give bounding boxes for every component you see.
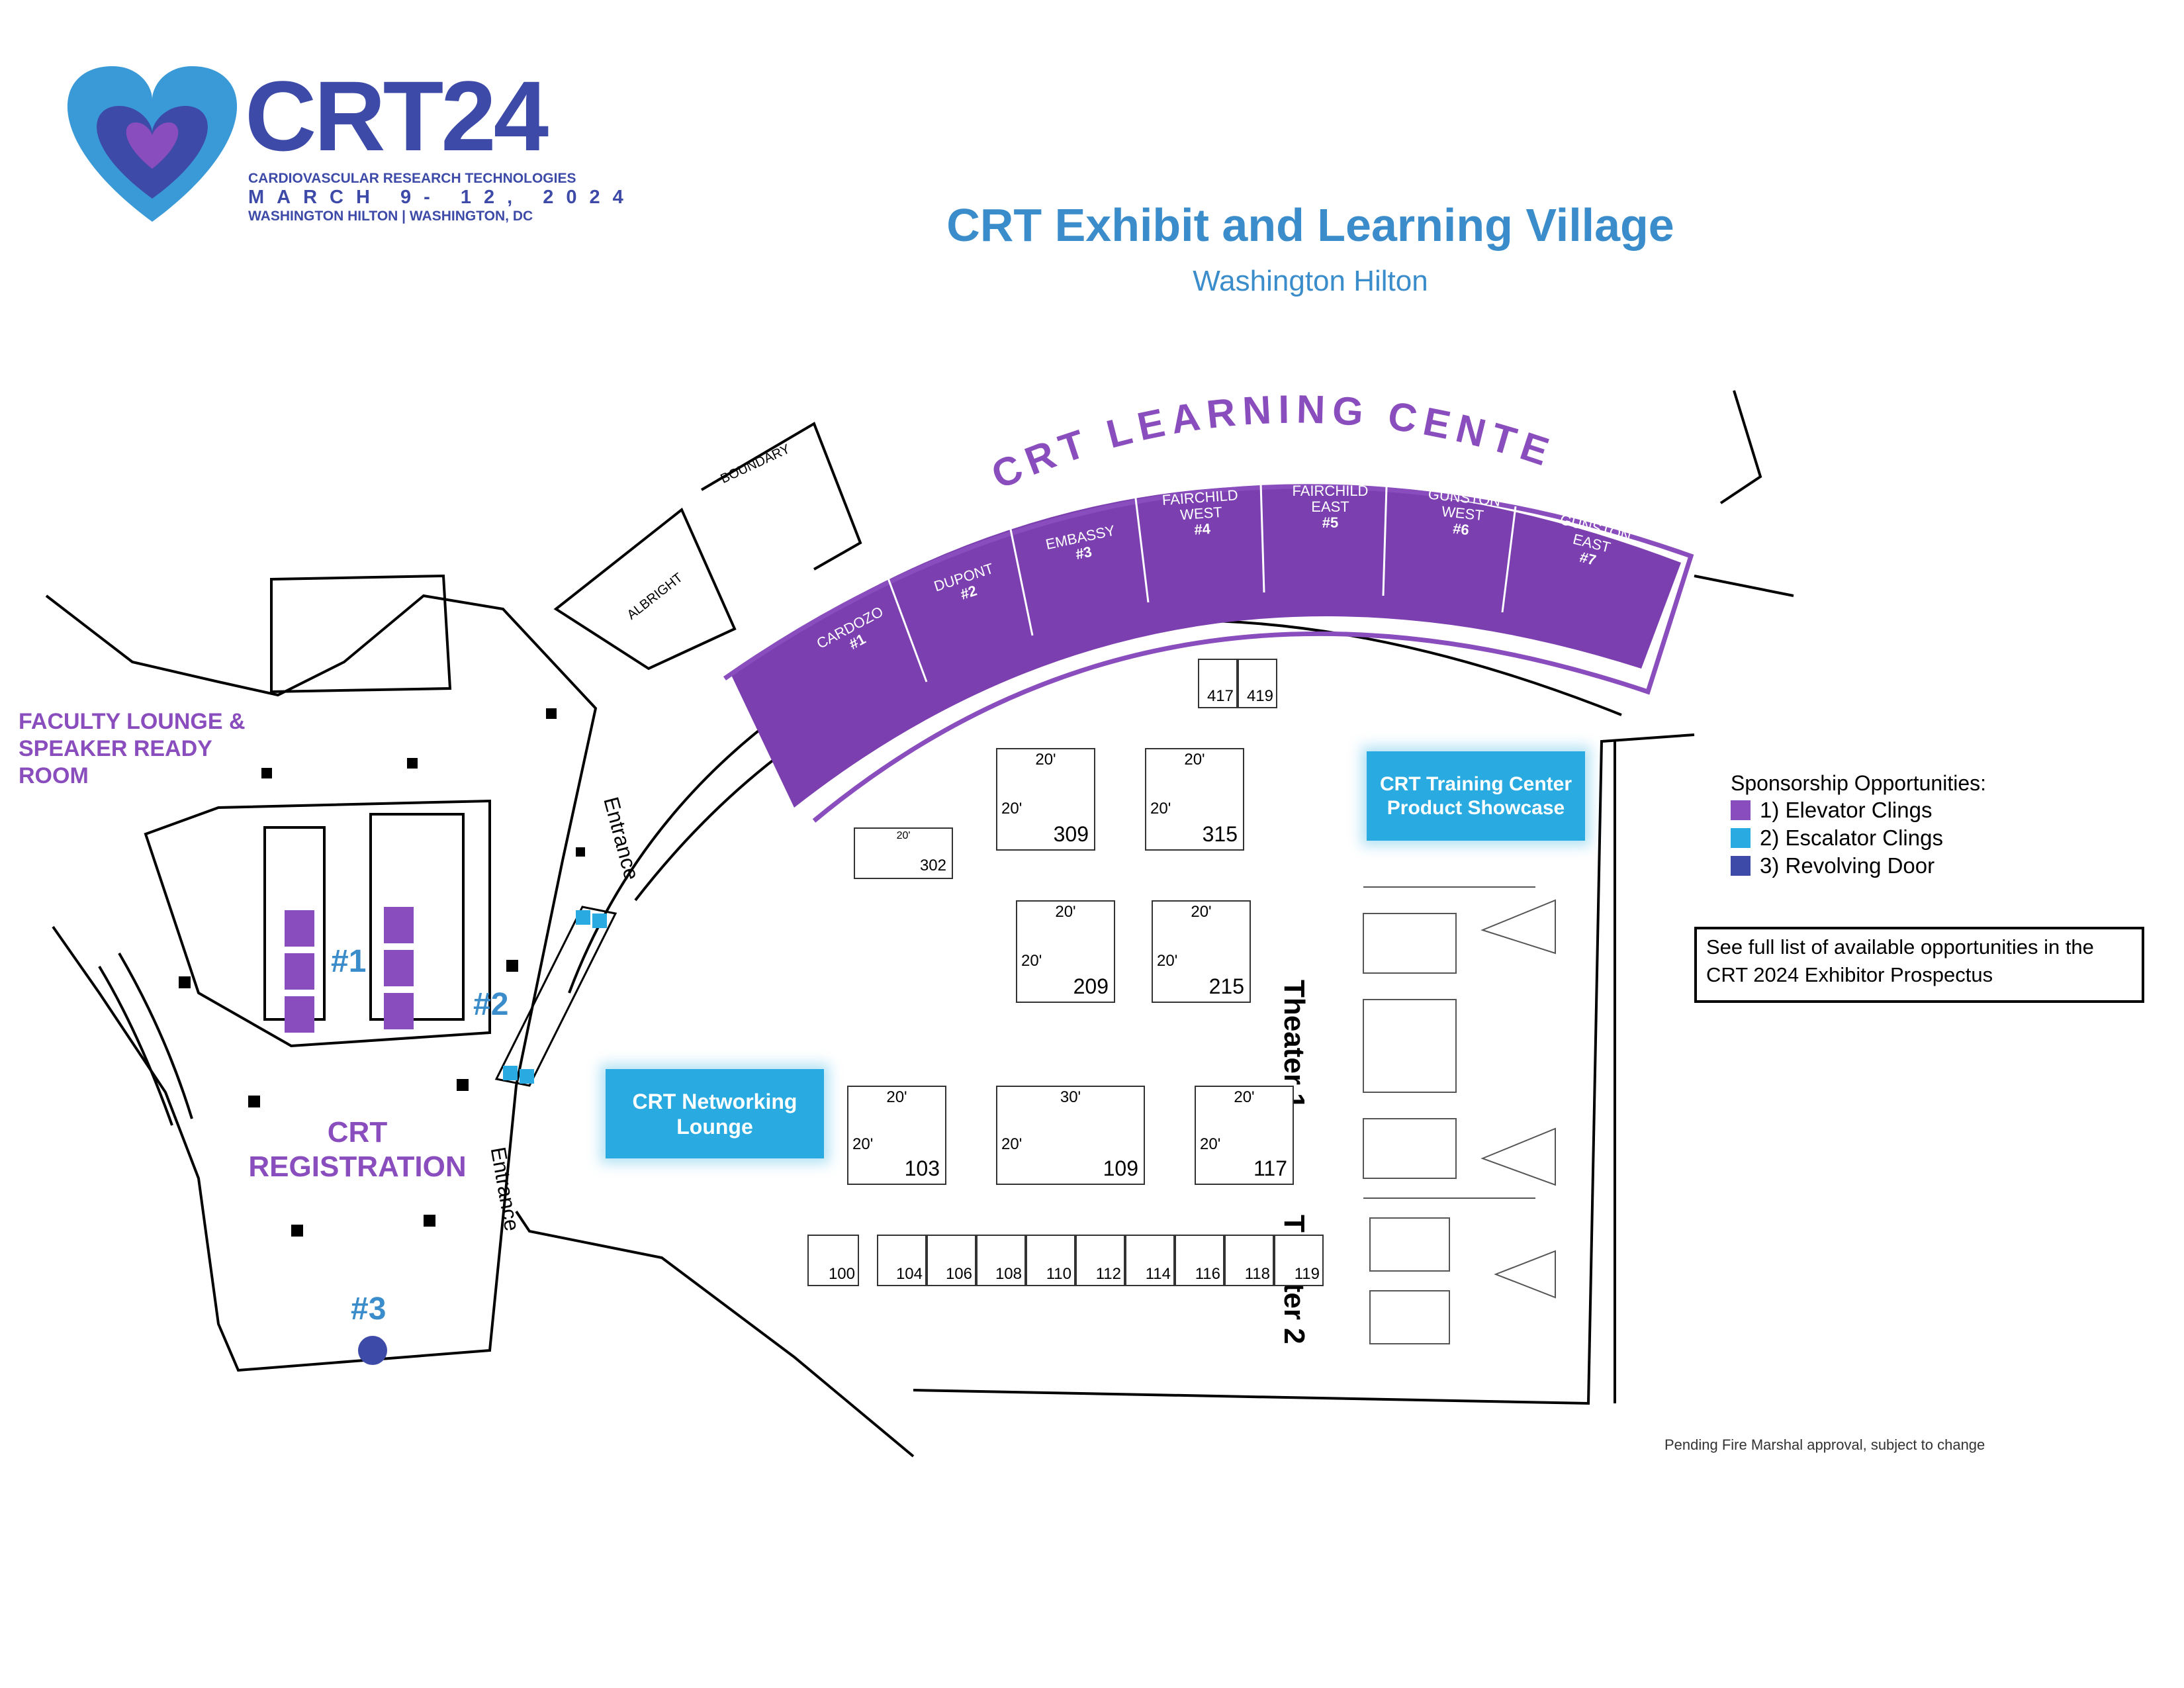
booth-number: 116	[1195, 1265, 1220, 1283]
revolving-door-icon	[358, 1336, 387, 1365]
footnote: Pending Fire Marshal approval, subject t…	[1664, 1436, 1985, 1453]
booth-depth: 20'	[1157, 951, 1178, 970]
booth-depth: 20'	[1150, 799, 1171, 818]
room-fairchild-west: FAIRCHILD WEST #4	[1157, 487, 1246, 541]
booth-215[interactable]: 20' 20' 215	[1152, 900, 1251, 1003]
booth-depth: 20'	[1021, 951, 1042, 970]
theater-seating	[1363, 886, 1556, 1344]
booth-419[interactable]: 419	[1238, 659, 1277, 708]
legend-swatch	[1731, 800, 1751, 820]
booth-number: 110	[1046, 1265, 1071, 1283]
logo-tagline-3: WASHINGTON HILTON | WASHINGTON, DC	[248, 209, 533, 224]
logo-wordmark: CRT24	[245, 60, 549, 171]
booth-number: 419	[1246, 687, 1273, 705]
training-center-label: CRT Training Center Product Showcase	[1379, 773, 1572, 819]
booth-209[interactable]: 20' 20' 209	[1016, 900, 1115, 1003]
booth-110[interactable]: 110	[1026, 1235, 1075, 1286]
booth-112[interactable]: 112	[1075, 1235, 1125, 1286]
booth-number: 309	[1053, 822, 1089, 846]
booth-depth: 20'	[1200, 1135, 1221, 1153]
booth-315[interactable]: 20' 20' 315	[1145, 748, 1244, 851]
booth-width: 20'	[886, 1088, 907, 1106]
heart-logo-icon	[67, 66, 238, 222]
page-title: CRT Exhibit and Learning Village	[946, 199, 1674, 251]
booth-116[interactable]: 116	[1175, 1235, 1224, 1286]
room-name: FAIRCHILD EAST	[1292, 483, 1369, 515]
booth-depth: 20'	[1001, 1135, 1023, 1153]
faculty-lounge-label: FACULTY LOUNGE & SPEAKER READY ROOM	[19, 709, 246, 788]
booth-width: 20'	[1234, 1088, 1255, 1106]
booth-width: 20'	[1055, 903, 1076, 921]
booth-106[interactable]: 106	[927, 1235, 976, 1286]
columns	[179, 708, 585, 1237]
booth-number: 104	[895, 1265, 923, 1283]
legend-item-elevator: 1) Elevator Clings	[1731, 798, 1932, 823]
booth-109[interactable]: 30' 20' 109	[996, 1086, 1145, 1185]
page-subtitle: Washington Hilton	[1193, 265, 1428, 297]
prospectus-note: See full list of available opportunities…	[1694, 927, 2144, 1003]
booth-100[interactable]: 100	[807, 1235, 859, 1286]
booth-104[interactable]: 104	[877, 1235, 927, 1286]
booth-number: 315	[1202, 822, 1238, 846]
logo-tagline-2: MARCH 9- 12, 2024	[248, 187, 636, 208]
legend-title: Sponsorship Opportunities:	[1731, 771, 1986, 795]
booth-width: 20'	[1184, 751, 1205, 769]
booth-depth: 20'	[852, 1135, 874, 1153]
booth-width: 20'	[1035, 751, 1056, 769]
booth-417[interactable]: 417	[1198, 659, 1238, 708]
legend-item-escalator: 2) Escalator Clings	[1731, 825, 1943, 851]
prospectus-note-line-2: CRT 2024 Exhibitor Prospectus	[1706, 963, 1993, 986]
booth-number: 112	[1095, 1265, 1121, 1283]
room-fairchild-east: FAIRCHILD EAST #5	[1287, 483, 1373, 531]
logo-tagline-1: CARDIOVASCULAR RESEARCH TECHNOLOGIES	[248, 171, 576, 186]
booth-width: 20'	[1191, 903, 1212, 921]
booth-number: 103	[904, 1156, 940, 1180]
booth-number: 108	[995, 1265, 1022, 1283]
booth-309[interactable]: 20' 20' 309	[996, 748, 1095, 851]
booth-119[interactable]: 119	[1274, 1235, 1324, 1286]
legend-label: 3) Revolving Door	[1760, 853, 1935, 878]
prospectus-note-line-1: See full list of available opportunities…	[1706, 935, 2094, 959]
booth-number: 302	[919, 857, 946, 874]
registration-label: CRT REGISTRATION	[248, 1116, 467, 1183]
booth-number: 117	[1253, 1156, 1287, 1180]
training-center-box: CRT Training Center Product Showcase	[1367, 751, 1585, 841]
booth-number: 215	[1208, 974, 1244, 998]
booth-103[interactable]: 20' 20' 103	[847, 1086, 946, 1185]
networking-lounge-box: CRT Networking Lounge	[606, 1069, 824, 1158]
booth-width: 20'	[896, 830, 911, 841]
networking-lounge-label: CRT Networking Lounge	[632, 1089, 797, 1139]
booth-number: 417	[1206, 687, 1234, 705]
room-number: #5	[1322, 514, 1339, 531]
escalator	[494, 906, 617, 1087]
marker-revolving-door-3: #3	[351, 1291, 387, 1327]
booth-width: 30'	[1060, 1088, 1081, 1106]
legend-item-revolving-door: 3) Revolving Door	[1731, 853, 1934, 878]
marker-escalator-2: #2	[473, 987, 509, 1022]
booth-number: 114	[1145, 1265, 1171, 1283]
booth-number: 109	[1103, 1156, 1138, 1180]
booth-number: 119	[1294, 1265, 1320, 1283]
booth-108[interactable]: 108	[976, 1235, 1026, 1286]
booth-depth: 20'	[1001, 799, 1023, 818]
booth-302[interactable]: 20' 302	[854, 827, 953, 879]
legend-swatch	[1731, 828, 1751, 848]
legend-label: 2) Escalator Clings	[1760, 825, 1943, 850]
room-gunston-west: GUNSTON WEST #6	[1418, 485, 1508, 541]
booth-number: 100	[828, 1265, 855, 1283]
legend-swatch	[1731, 856, 1751, 876]
elevators	[285, 907, 414, 1033]
marker-elevator-1: #1	[331, 944, 367, 979]
legend-label: 1) Elevator Clings	[1760, 798, 1933, 822]
booth-114[interactable]: 114	[1125, 1235, 1175, 1286]
booth-number: 118	[1244, 1265, 1270, 1283]
booth-number: 106	[945, 1265, 972, 1283]
booth-number: 209	[1073, 974, 1109, 998]
booth-117[interactable]: 20' 20' 117	[1195, 1086, 1294, 1185]
booth-118[interactable]: 118	[1224, 1235, 1274, 1286]
